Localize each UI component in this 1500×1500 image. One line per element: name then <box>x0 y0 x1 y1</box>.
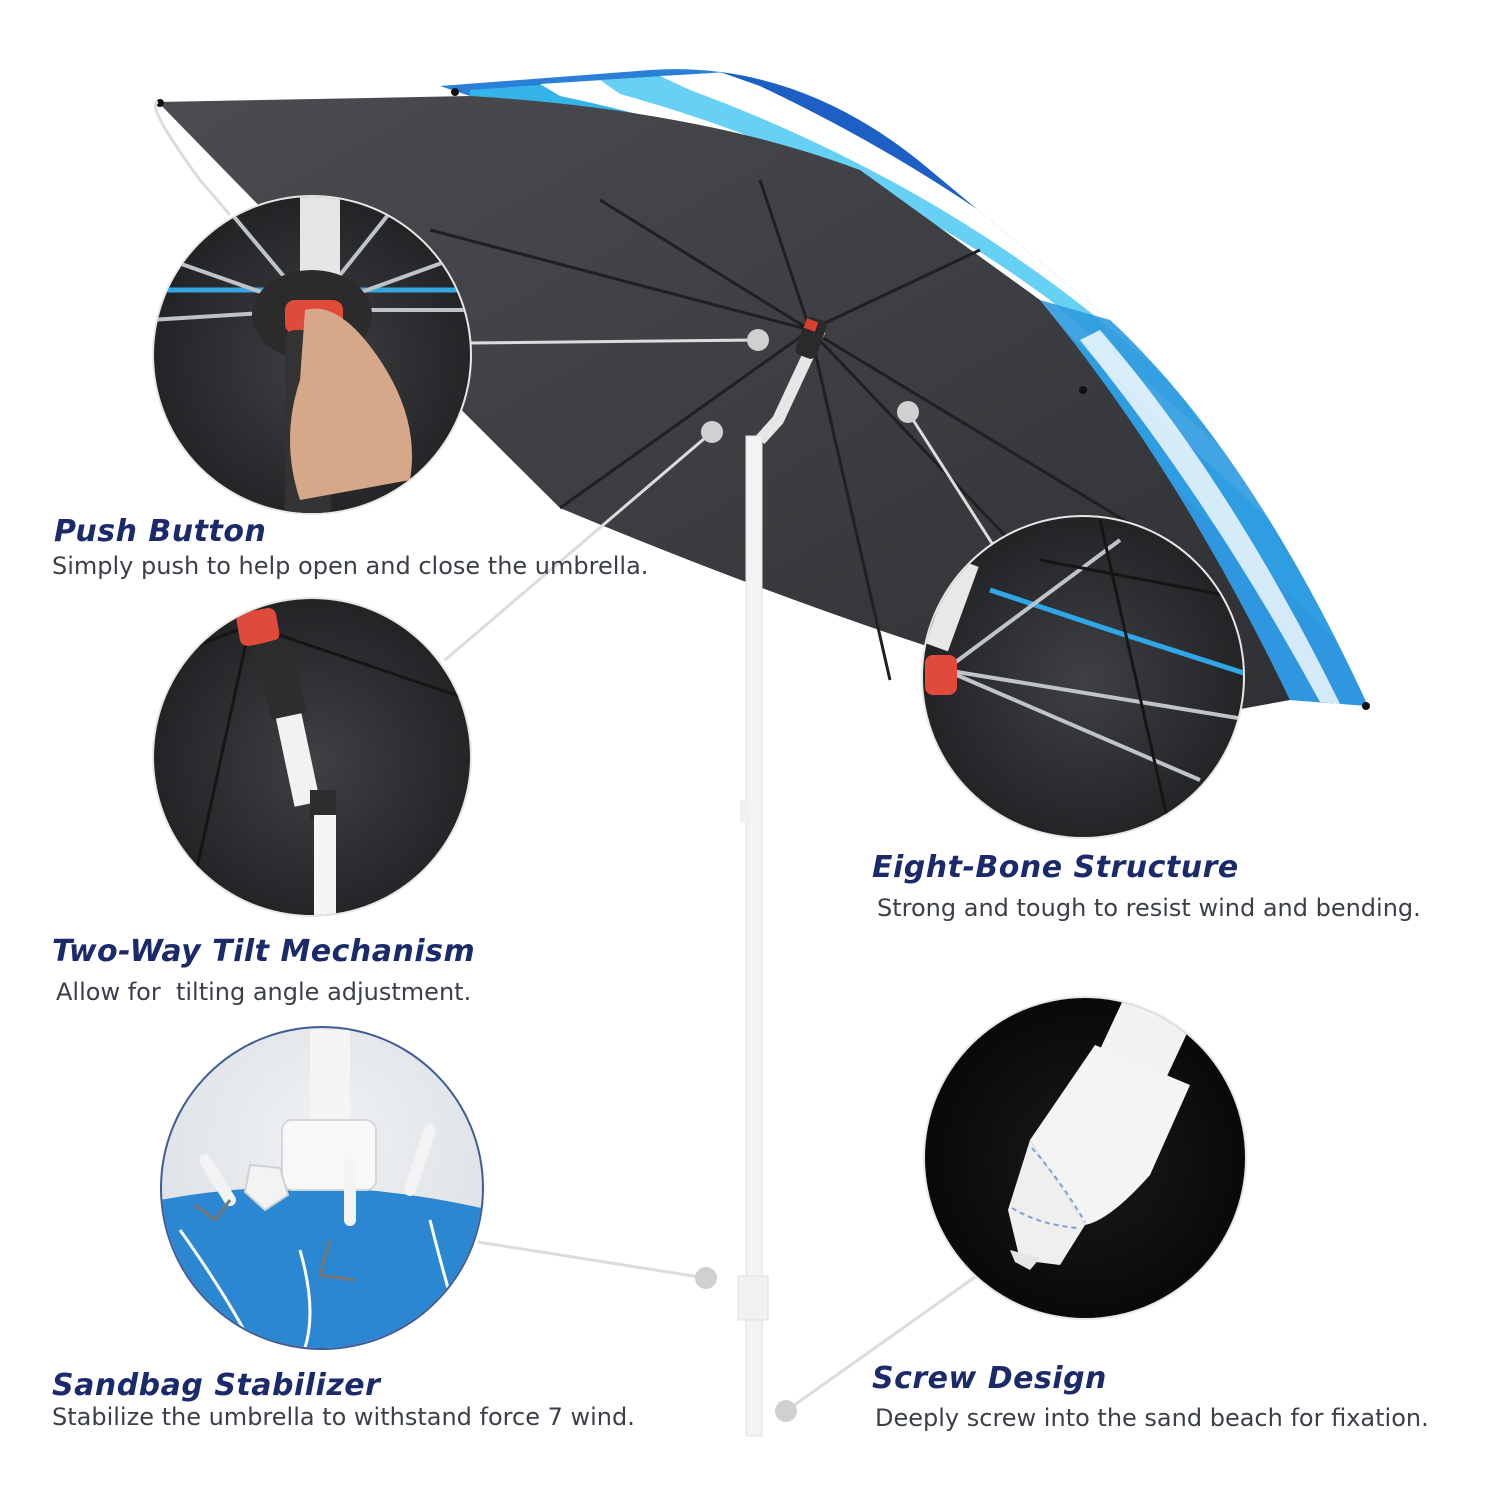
sandbag-detail-image <box>160 1026 484 1350</box>
sandbag-title: Sandbag Stabilizer <box>52 1368 381 1403</box>
screw-design-description: Deeply screw into the sand beach for fix… <box>875 1404 1429 1432</box>
push-button-detail-image <box>152 195 472 515</box>
sandbag-description: Stabilize the umbrella to withstand forc… <box>52 1403 635 1431</box>
tilt-mechanism-title: Two-Way Tilt Mechanism <box>52 934 476 969</box>
tilt-mechanism-description: Allow for tilting angle adjustment. <box>56 978 472 1006</box>
eight-bone-detail-image <box>921 515 1245 839</box>
umbrella-pole <box>737 317 827 1437</box>
push-button-title: Push Button <box>54 514 267 549</box>
screw-design-title: Screw Design <box>872 1361 1107 1396</box>
callout-dots <box>695 329 919 1422</box>
callout-lines <box>154 100 997 1413</box>
screw-detail-image <box>923 996 1247 1320</box>
eight-bone-title: Eight-Bone Structure <box>872 850 1239 885</box>
tilt-mechanism-detail-image <box>152 597 472 917</box>
push-button-description: Simply push to help open and close the u… <box>52 552 649 580</box>
eight-bone-description: Strong and tough to resist wind and bend… <box>877 894 1421 922</box>
